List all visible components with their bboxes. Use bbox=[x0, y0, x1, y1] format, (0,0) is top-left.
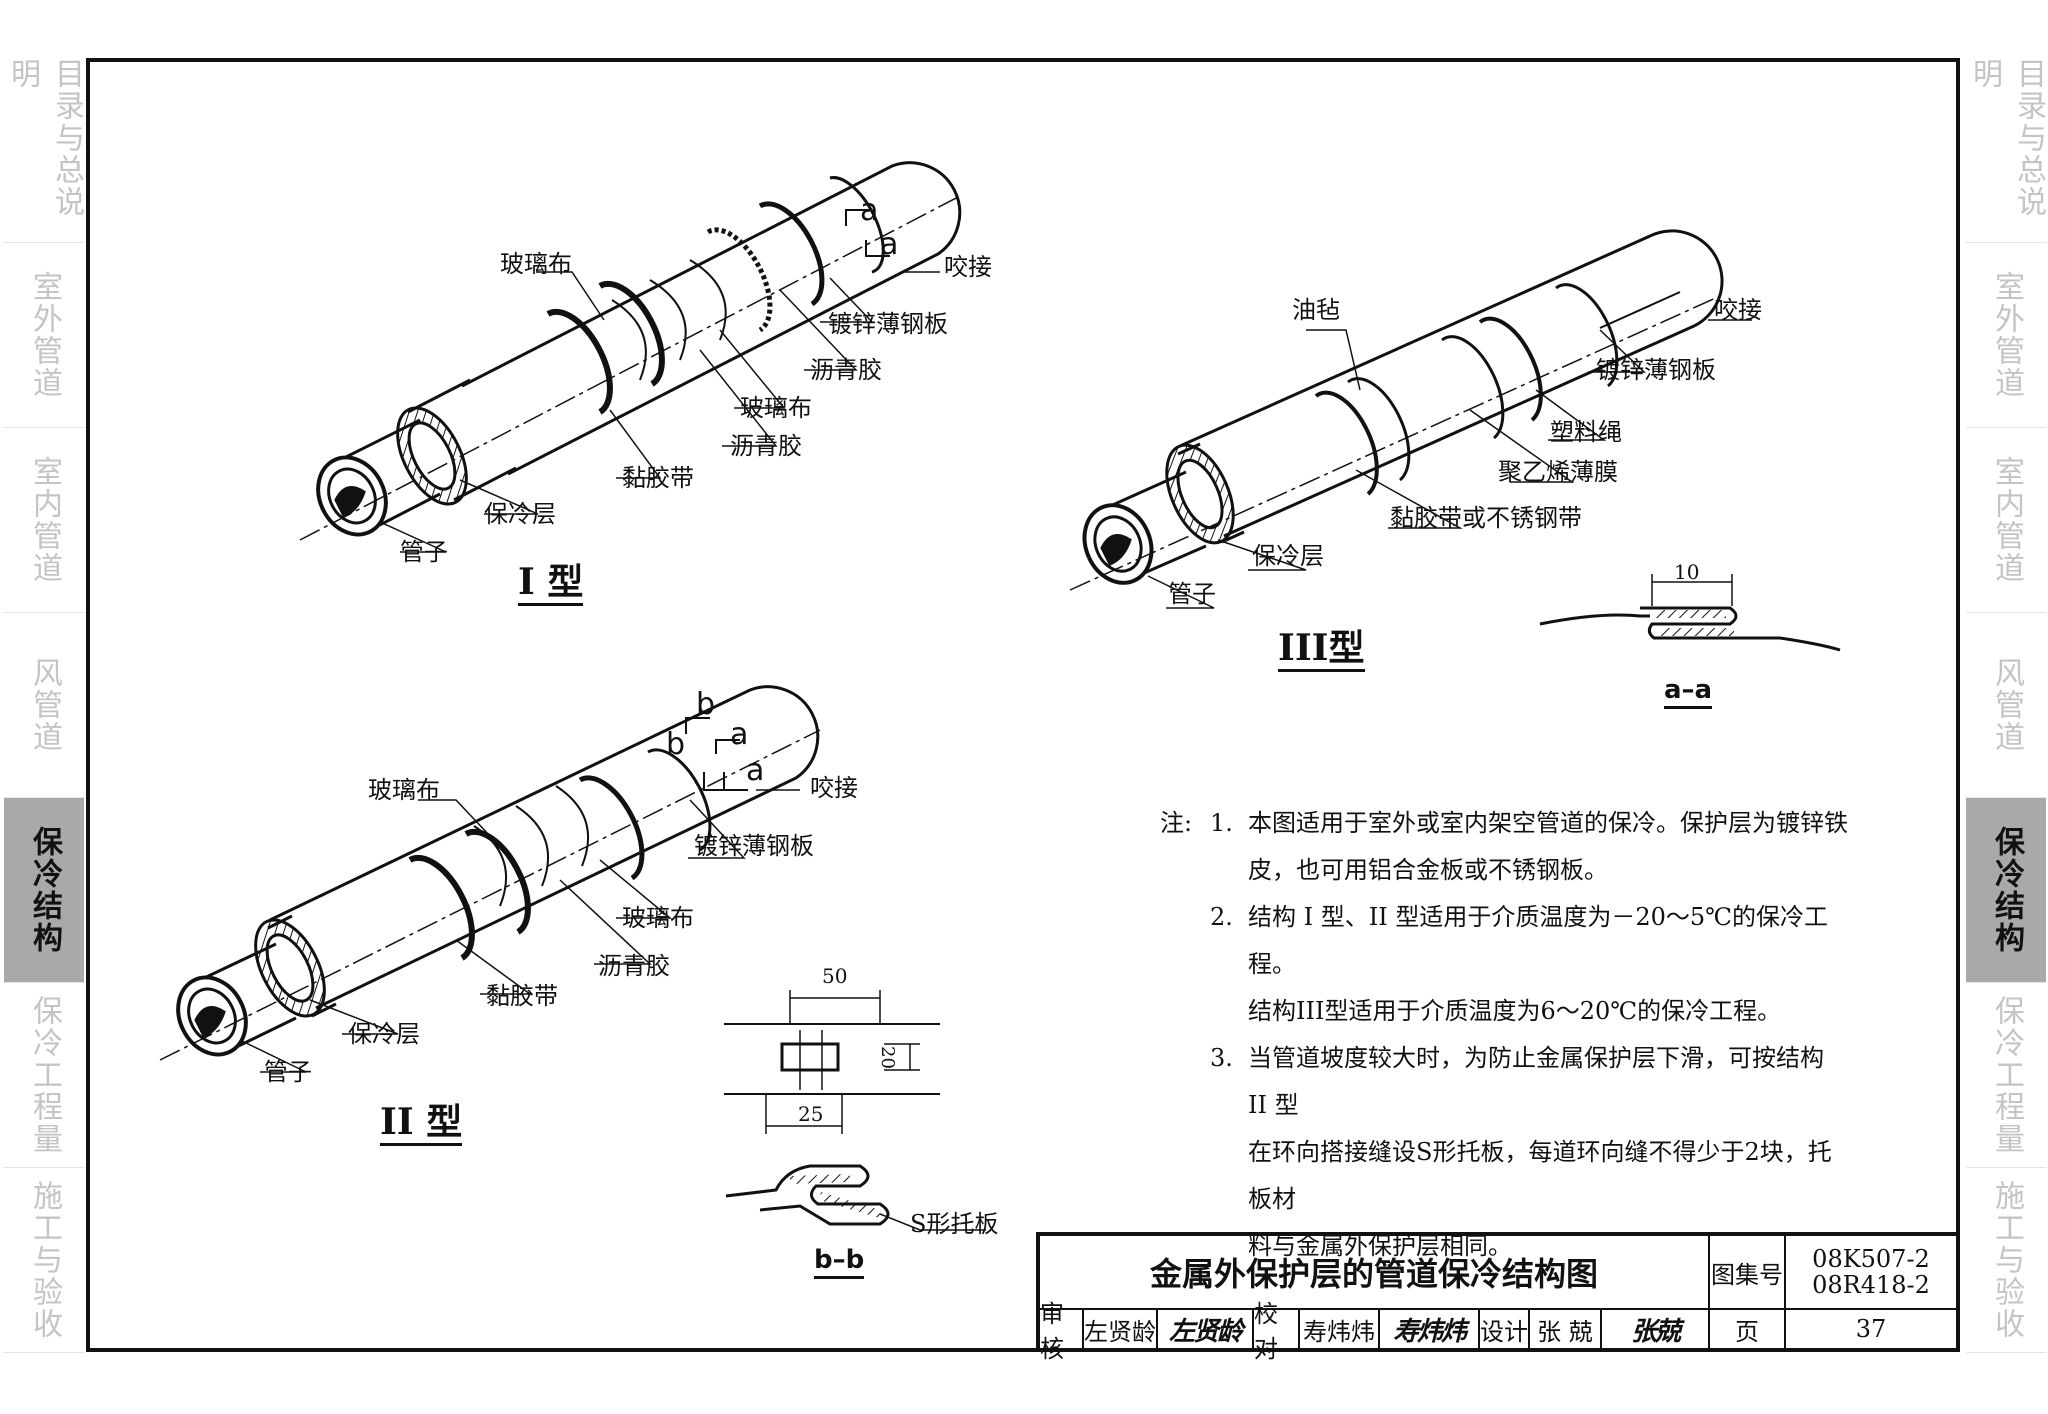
t1-pipe-label: 管子 bbox=[400, 538, 448, 566]
section-bb-drawing bbox=[724, 990, 986, 1231]
drawing-title: 金属外保护层的管道保冷结构图 bbox=[1040, 1236, 1710, 1310]
bb-dim-20: 20 bbox=[877, 1046, 898, 1069]
t2-glass-cloth-label: 玻璃布 bbox=[368, 776, 440, 804]
t3-cold-insulation-label: 保冷层 bbox=[1252, 542, 1324, 570]
bb-dim-50: 50 bbox=[822, 964, 848, 988]
note-line: 本图适用于室外或室内架空管道的保冷。保护层为镀锌铁 bbox=[1248, 809, 1848, 837]
t3-pe-film-label: 聚乙烯薄膜 bbox=[1498, 458, 1618, 486]
t2-seam-b-top: b bbox=[696, 687, 716, 722]
tab-air-ducts[interactable]: 风管道 bbox=[4, 613, 84, 798]
note-number: 3. bbox=[1210, 1044, 1233, 1072]
note-line: 皮，也可用铝合金板或不锈钢板。 bbox=[1248, 856, 1608, 884]
tab-construction-acceptance-right[interactable]: 施工与验收 bbox=[1966, 1168, 2046, 1353]
note-line: 结构III型适用于介质温度为6～20℃的保冷工程。 bbox=[1248, 997, 1782, 1025]
right-section-tabs: 目录与总说明 室外管道 室内管道 风管道 保冷结构 保冷工程量 施工与验收 bbox=[1966, 58, 2046, 1358]
tab-cold-insulation-quantities[interactable]: 保冷工程量 bbox=[4, 983, 84, 1168]
reviewer-name: 左贤龄 bbox=[1084, 1310, 1158, 1348]
t3-galv-sheet-label: 镀锌薄钢板 bbox=[1596, 356, 1716, 384]
t2-adhesive-tape-label: 黏胶带 bbox=[486, 982, 558, 1010]
type3-title: III型 bbox=[1278, 627, 1365, 673]
t1-galv-sheet-label: 镀锌薄钢板 bbox=[828, 310, 948, 338]
type1-pipe-drawing bbox=[299, 161, 962, 553]
t2-seam-b-bottom: b bbox=[666, 727, 686, 762]
t2-pipe-label: 管子 bbox=[264, 1058, 312, 1086]
t1-seam-a-top: a bbox=[860, 193, 879, 228]
t3-pipe-label: 管子 bbox=[1168, 580, 1216, 608]
note-number: 1. bbox=[1210, 809, 1233, 837]
aa-dim-10: 10 bbox=[1674, 560, 1700, 584]
t2-seam-a-top: a bbox=[730, 717, 749, 752]
note-line: 在环向搭接缝设S形托板，每道环向缝不得少于2块，托板材 bbox=[1248, 1138, 1832, 1213]
tab-cold-insulation-quantities-right[interactable]: 保冷工程量 bbox=[1966, 983, 2046, 1168]
type2-pipe-drawing bbox=[159, 685, 821, 1073]
t1-seam-a-bottom: a bbox=[880, 227, 899, 262]
t1-adhesive-tape-label: 黏胶带 bbox=[622, 464, 694, 492]
section-bb-title: b–b bbox=[814, 1245, 865, 1279]
t2-seam-a-bottom: a bbox=[746, 753, 765, 788]
page-number: 37 bbox=[1855, 1315, 1887, 1343]
note-line: 当管道坡度较大时，为防止金属保护层下滑，可按结构 II 型 bbox=[1248, 1044, 1824, 1119]
t1-bite-joint-label: 咬接 bbox=[944, 253, 992, 281]
type2-title: II 型 bbox=[380, 1101, 463, 1147]
tab-indoor-pipes[interactable]: 室内管道 bbox=[4, 428, 84, 613]
type1-title: I 型 bbox=[518, 561, 584, 607]
section-aa-title: a–a bbox=[1664, 675, 1713, 709]
tab-indoor-pipes-right[interactable]: 室内管道 bbox=[1966, 428, 2046, 613]
t2-asphalt-glue-label: 沥青胶 bbox=[598, 952, 670, 980]
notes-block: 注: 1. 本图适用于室外或室内架空管道的保冷。保护层为镀锌铁 皮，也可用铝合金… bbox=[1160, 800, 1850, 1270]
t1-glass-cloth-label: 玻璃布 bbox=[500, 250, 572, 278]
note-number: 2. bbox=[1210, 903, 1233, 931]
t2-bite-joint-label: 咬接 bbox=[810, 774, 858, 802]
atlas-no-1: 08K507-2 bbox=[1812, 1244, 1930, 1273]
t1-cold-insulation-label: 保冷层 bbox=[484, 500, 556, 528]
t2-galv-sheet-label: 镀锌薄钢板 bbox=[694, 832, 814, 860]
note-line: 结构 I 型、II 型适用于介质温度为－20～5℃的保冷工程。 bbox=[1248, 903, 1828, 978]
t2-cold-insulation-label: 保冷层 bbox=[348, 1020, 420, 1048]
tab-cold-insulation-structure-right[interactable]: 保冷结构 bbox=[1966, 798, 2046, 983]
notes-prefix: 注: bbox=[1160, 809, 1193, 837]
t1-asphalt-glue-label: 沥青胶 bbox=[810, 356, 882, 384]
designer-name: 张 兢 bbox=[1530, 1310, 1602, 1348]
tab-outdoor-pipes-right[interactable]: 室外管道 bbox=[1966, 243, 2046, 428]
title-block: 金属外保护层的管道保冷结构图 图集号 08K507-2 08R418-2 审核 … bbox=[1036, 1232, 1960, 1363]
left-section-tabs: 目录与总说明 室外管道 室内管道 风管道 保冷结构 保冷工程量 施工与验收 bbox=[4, 58, 84, 1358]
page-label: 页 bbox=[1710, 1310, 1786, 1348]
atlas-label: 图集号 bbox=[1710, 1236, 1786, 1310]
t3-felt-label: 油毡 bbox=[1292, 296, 1340, 324]
tab-outdoor-pipes[interactable]: 室外管道 bbox=[4, 243, 84, 428]
t1-glass-cloth-2-label: 玻璃布 bbox=[740, 394, 812, 422]
note-line: 料与金属外保护层相同。 bbox=[1248, 1232, 1512, 1260]
t3-bite-joint-label: 咬接 bbox=[1714, 296, 1762, 324]
atlas-numbers: 08K507-2 08R418-2 bbox=[1786, 1236, 1956, 1310]
t1-asphalt-glue-2-label: 沥青胶 bbox=[730, 432, 802, 460]
drawing-frame bbox=[86, 58, 1960, 1352]
tab-catalog[interactable]: 目录与总说明 bbox=[4, 58, 84, 243]
check-label: 校对 bbox=[1254, 1300, 1300, 1363]
reviewer-signature: 左贤龄 bbox=[1158, 1310, 1254, 1348]
review-label: 审核 bbox=[1040, 1300, 1084, 1363]
section-aa-drawing bbox=[1539, 574, 1841, 652]
design-label: 设计 bbox=[1480, 1310, 1530, 1348]
atlas-no-2: 08R418-2 bbox=[1812, 1271, 1930, 1299]
tab-cold-insulation-structure[interactable]: 保冷结构 bbox=[4, 798, 84, 983]
designer-signature: 张兢 bbox=[1602, 1310, 1710, 1348]
type3-pipe-drawing bbox=[1069, 229, 1752, 609]
t3-plastic-rope-label: 塑料绳 bbox=[1550, 418, 1622, 446]
t3-tape-or-steel-label: 黏胶带或不锈钢带 bbox=[1390, 504, 1582, 532]
t2-glass-cloth-2-label: 玻璃布 bbox=[622, 904, 694, 932]
bb-s-bracket-label: S形托板 bbox=[910, 1210, 999, 1238]
tab-construction-acceptance[interactable]: 施工与验收 bbox=[4, 1168, 84, 1353]
bb-dim-25: 25 bbox=[798, 1102, 824, 1126]
checker-name: 寿炜炜 bbox=[1300, 1310, 1380, 1348]
checker-signature: 寿炜炜 bbox=[1380, 1310, 1480, 1348]
tab-catalog-right[interactable]: 目录与总说明 bbox=[1966, 58, 2046, 243]
tab-air-ducts-right[interactable]: 风管道 bbox=[1966, 613, 2046, 798]
